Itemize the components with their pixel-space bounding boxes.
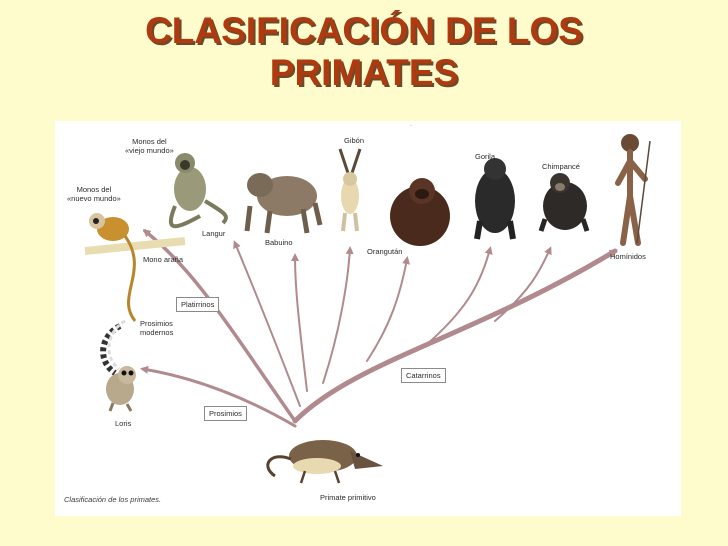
primate-classification-diagram: · Monos del «viejo mundo» Monos del «nue…	[55, 121, 681, 516]
mono-nuevo-mundo-illustration	[84, 213, 186, 322]
label-babuino: Babuino	[265, 238, 293, 247]
label-line: Monos del	[76, 185, 112, 194]
group-box-catarrinos: Catarrinos	[401, 368, 446, 383]
label-langur: Langur	[202, 229, 226, 238]
label-line: Prosimios	[140, 319, 173, 328]
svg-text:·: ·	[410, 123, 412, 129]
label-chimpance: Chimpancé	[542, 162, 580, 171]
branch-prosimios	[140, 365, 297, 428]
hominido-illustration	[615, 134, 651, 246]
prosimio-illustration	[100, 319, 126, 376]
primitive-primate-illustration	[266, 440, 383, 484]
branch-catarrinos-trunk	[292, 248, 618, 424]
label-gibon: Gibón	[344, 136, 365, 145]
label-mono-arana: Mono araña	[143, 255, 184, 264]
chimpance-illustration	[538, 173, 590, 232]
label-line: «nuevo mundo»	[67, 194, 121, 203]
label-gorila: Gorila	[475, 152, 496, 161]
label-hominidos: Homínidos	[610, 252, 646, 261]
babuino-illustration	[244, 173, 323, 234]
loris-illustration	[106, 366, 136, 412]
title-line-1: CLASIFICACIÓN DE LOS	[145, 10, 583, 51]
label-loris: Loris	[115, 419, 132, 428]
figure-caption: Clasificación de los primates.	[64, 495, 162, 504]
gorila-illustration	[474, 158, 516, 240]
label-line: Monos del	[132, 137, 167, 146]
group-box-prosimios: Prosimios	[204, 406, 247, 421]
evolution-branches	[140, 229, 618, 428]
page-title: CLASIFICACIÓN DE LOS PRIMATES	[0, 10, 728, 94]
label-line: modernos	[140, 328, 174, 337]
orangutan-illustration	[390, 178, 450, 246]
langur-illustration	[169, 153, 228, 229]
diagram-drawing: ·	[84, 123, 651, 484]
label-monos-nuevo-mundo: Monos del «nuevo mundo»	[67, 185, 121, 203]
label-orangutan: Orangután	[367, 247, 403, 256]
title-line-2: PRIMATES	[269, 52, 459, 93]
branch-gorila	[424, 246, 493, 347]
branch-orangutan	[366, 256, 411, 362]
branch-chimpance	[494, 246, 552, 322]
branch-babuino	[291, 253, 308, 392]
label-line: «viejo mundo»	[125, 146, 174, 155]
branch-langur	[233, 240, 301, 407]
group-box-platirrinos: Platirrinos	[176, 297, 220, 312]
branch-gibon	[322, 246, 354, 384]
label-primate-primitivo: Primate primitivo	[320, 493, 376, 502]
label-prosimios-modernos: Prosimios modernos	[140, 319, 173, 337]
label-monos-viejo-mundo: Monos del «viejo mundo»	[125, 137, 174, 155]
gibon-illustration	[338, 148, 362, 232]
